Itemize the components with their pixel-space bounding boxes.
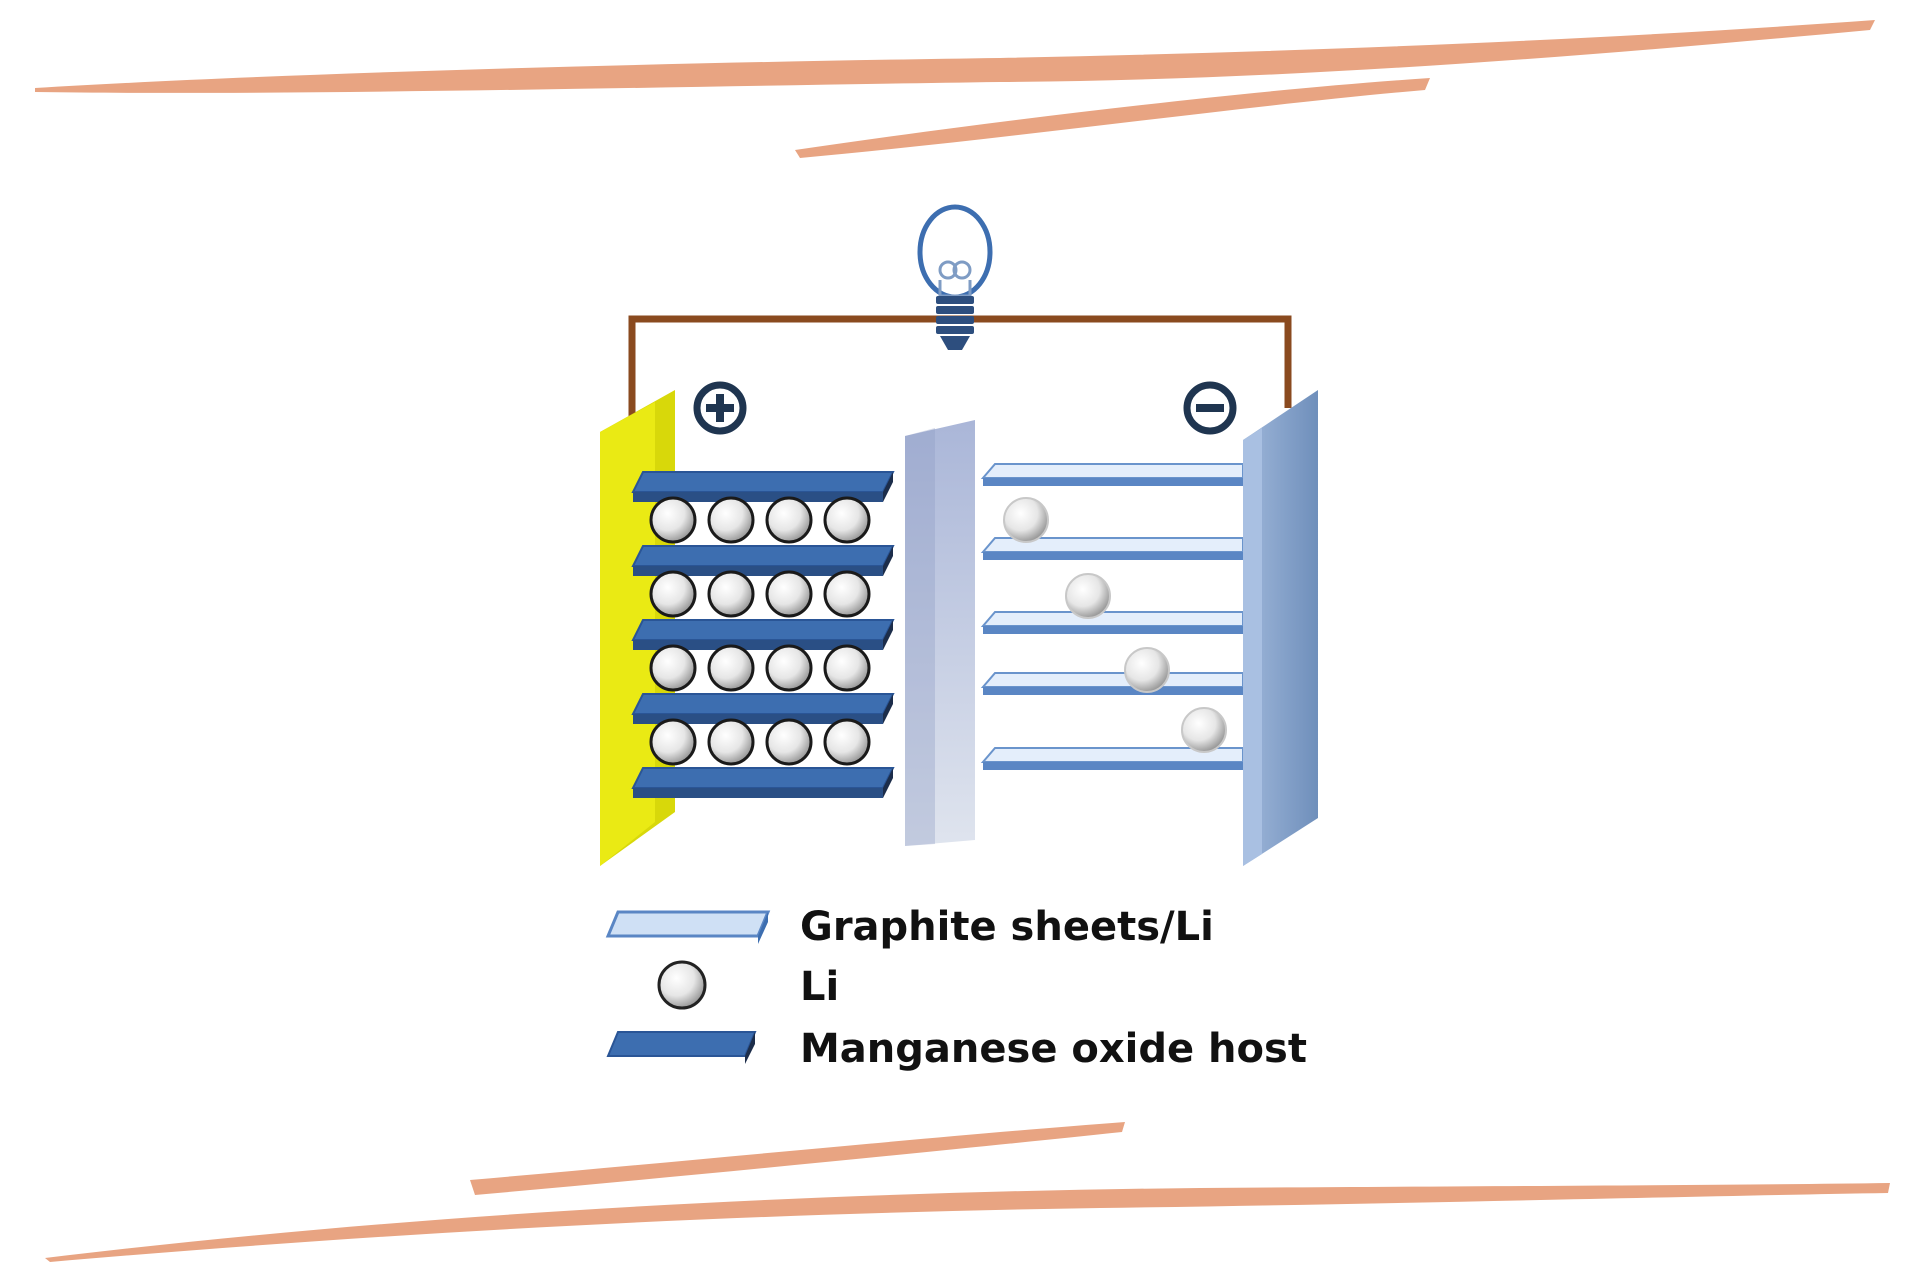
minus-circle-icon	[1183, 381, 1237, 435]
li-ion-cathode	[765, 644, 813, 692]
li-ion-cathode	[649, 644, 697, 692]
legend-label-manganese: Manganese oxide host	[800, 1026, 1307, 1072]
brush-stroke-top-long	[35, 20, 1875, 93]
li-ion-cathode	[765, 718, 813, 766]
li-ion-cathode	[823, 718, 871, 766]
legend-li-swatch	[657, 960, 707, 1010]
li-ion-anode	[1065, 573, 1111, 619]
legend-item-graphite: Graphite sheets/Li	[605, 904, 1214, 950]
legend-label-graphite: Graphite sheets/Li	[800, 904, 1214, 950]
brush-stroke-bottom-short	[470, 1122, 1125, 1195]
li-ion-cathode	[707, 570, 755, 618]
legend-item-li: Li	[657, 960, 839, 1010]
manganese-host-layer	[631, 545, 895, 576]
li-ion-cathode	[649, 570, 697, 618]
li-ion-cathode	[649, 718, 697, 766]
manganese-host-layer	[631, 693, 895, 724]
cathode-manganese-oxide-host	[631, 471, 895, 798]
manganese-host-layer	[631, 471, 895, 502]
manganese-host-layer	[631, 767, 895, 798]
legend-manganese-swatch	[606, 1031, 757, 1057]
manganese-host-layer	[631, 619, 895, 650]
li-ion-cathode	[765, 496, 813, 544]
graphite-sheet	[980, 611, 1244, 634]
li-ion-anode	[1003, 497, 1049, 543]
legend-graphite-swatch	[605, 910, 771, 938]
separator	[905, 420, 975, 846]
li-ion-anode	[1124, 647, 1170, 693]
li-ion-anode	[1181, 707, 1227, 753]
li-ion-cathode	[823, 644, 871, 692]
graphite-sheet	[980, 672, 1244, 695]
li-ion-cathode	[765, 570, 813, 618]
brush-stroke-top	[35, 20, 1875, 158]
li-ion-cathode	[707, 644, 755, 692]
legend: Graphite sheets/Li Li Manganese oxide ho…	[605, 904, 1307, 1072]
li-ion-cathode	[707, 496, 755, 544]
anode-graphite	[980, 463, 1244, 770]
li-ion-cathode	[707, 718, 755, 766]
li-ion-cathode	[823, 570, 871, 618]
light-bulb-icon	[917, 204, 993, 350]
legend-item-manganese: Manganese oxide host	[606, 1026, 1307, 1072]
brush-stroke-top-short	[795, 78, 1430, 158]
li-ion-cathode	[823, 496, 871, 544]
brush-stroke-bottom-long	[45, 1183, 1890, 1262]
brush-stroke-bottom	[45, 1122, 1890, 1262]
negative-current-collector	[1243, 390, 1318, 866]
plus-circle-icon	[693, 381, 747, 435]
graphite-sheet	[980, 463, 1244, 486]
legend-label-li: Li	[800, 964, 839, 1010]
li-ion-cathode	[649, 496, 697, 544]
